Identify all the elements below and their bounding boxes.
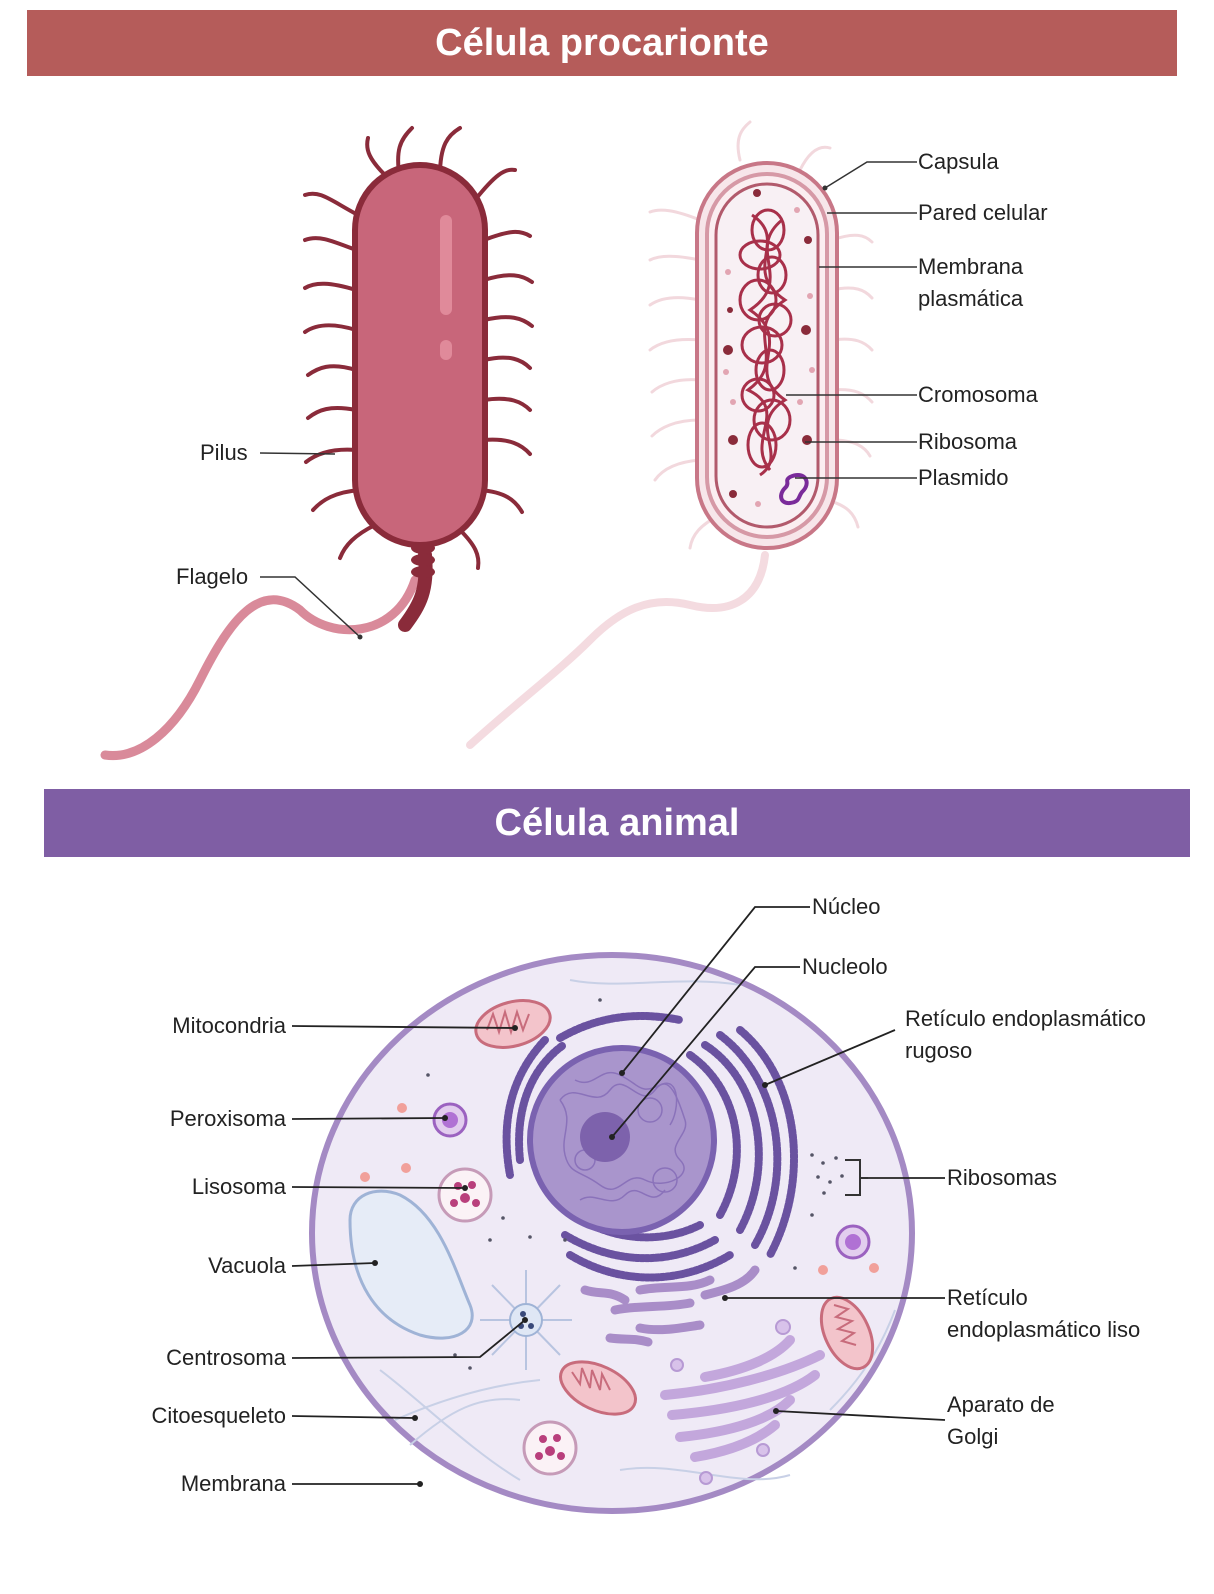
vacuole [348,1189,474,1340]
label-pared-celular: Pared celular [918,200,1048,225]
mitochondrion [559,1360,637,1416]
vesicles [360,1103,879,1275]
animal-title: Célula animal [494,801,740,844]
label-ser-2: endoplasmático liso [947,1317,1141,1342]
label-nucleolo: Nucleolo [802,954,888,979]
golgi-vesicles [670,1319,791,1485]
label-plasmido: Plasmido [918,465,1009,490]
nucleolus [580,1112,630,1162]
label-rer-1: Retículo endoplasmático [905,1006,1146,1031]
label-capsula: Capsula [918,149,999,174]
label-centrosoma: Centrosoma [166,1345,286,1370]
highlight [440,215,452,315]
label-ribosomas: Ribosomas [947,1165,1058,1190]
golgi-apparatus [660,1335,825,1462]
label-mitocondria: Mitocondria [172,1013,286,1038]
peroxisome [835,1224,871,1260]
label-rer-2: rugoso [905,1038,973,1063]
label-pilus: Pilus [200,440,248,465]
prokaryote-leaders [259,161,917,638]
plasmid [779,473,809,506]
rough-er [502,1012,798,1282]
animal-cell [309,952,915,1514]
bacterium-body [352,162,488,548]
smooth-er [580,1265,760,1347]
prokaryote-title: Célula procarionte [435,21,769,64]
label-vacuola: Vacuola [208,1253,286,1278]
label-ser-1: Retículo [947,1285,1028,1310]
label-ribosoma: Ribosoma [918,429,1018,454]
animal-leaders [291,906,946,1485]
ribosomes [723,189,812,498]
flagellum-base [411,542,435,578]
chromosome [738,208,793,477]
free-ribosomes [426,998,844,1370]
label-membrana: Membrana [180,1471,286,1496]
mitochondrion [474,999,552,1049]
label-lisosoma: Lisosoma [191,1174,286,1199]
ribosomes-light [723,207,815,507]
peroxisome [432,1102,468,1138]
lysosome [437,1167,493,1223]
label-cromosoma: Cromosoma [918,382,1038,407]
prokaryote-leader-dots [357,185,828,640]
label-golgi-2: Golgi [947,1424,999,1449]
mitochondrion [819,1295,875,1371]
bacterium-external [100,126,534,761]
label-peroxisoma: Peroxisoma [169,1106,286,1131]
flagellum [100,575,420,761]
label-nucleo: Núcleo [812,894,881,919]
ribosomes-bracket [845,1159,868,1196]
label-citoesqueleto: Citoesqueleto [151,1403,286,1428]
animal-title-banner: Célula animal [44,789,1190,857]
label-membrana-plasmatica-1: Membrana [918,254,1024,279]
animal-leader-dots [372,1025,779,1487]
label-membrana-plasmatica-2: plasmática [918,286,1024,311]
lysosome [522,1420,578,1476]
bacterium-section [466,120,874,749]
pili [303,126,534,570]
label-flagelo: Flagelo [176,564,249,589]
cytoskeleton [379,979,896,1481]
prokaryote-title-banner: Célula procarionte [27,10,1177,76]
label-golgi-1: Aparato de [947,1392,1055,1417]
flagellum-faded [466,551,769,749]
highlight [440,340,452,360]
